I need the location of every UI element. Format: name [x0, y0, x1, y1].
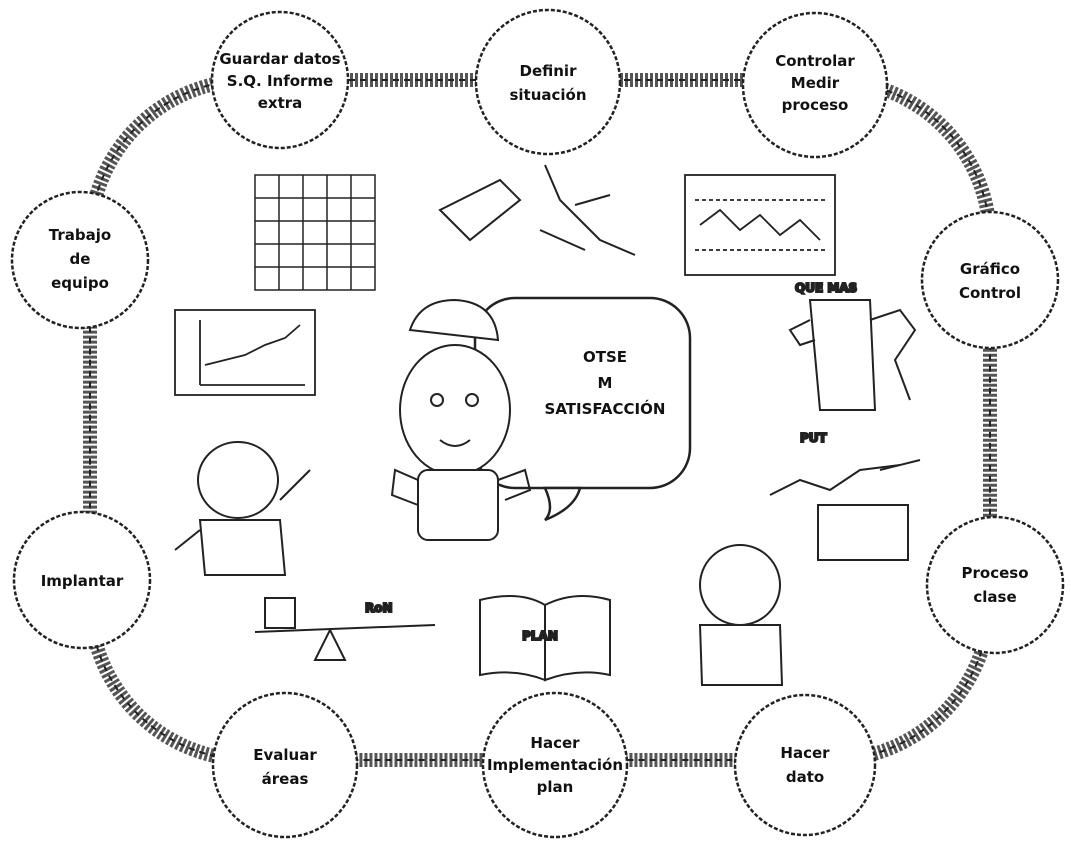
node-left-line-1: Implantar	[41, 572, 124, 590]
node-right-1-line-1: Gráfico	[960, 260, 1020, 278]
balance-illustration: RoN	[254, 597, 436, 661]
control-chart-board-illustration	[684, 174, 836, 276]
node-top-right-line-3: proceso	[782, 96, 849, 114]
center-speech-bubble: OTSE M SATISFACCIÓN	[473, 296, 692, 522]
node-bottom-left-line-1: Evaluar	[253, 746, 317, 764]
center-worker-figure	[390, 298, 532, 541]
node-top-right-line-2: Medir	[791, 74, 840, 92]
node-top-right-line-1: Controlar	[775, 52, 855, 70]
node-right-1: Gráfico Control	[920, 210, 1060, 350]
line-chart-board-illustration	[174, 309, 316, 396]
node-left: Implantar	[12, 510, 152, 650]
right-character-upper: QUE MAS PUT	[788, 280, 917, 446]
note-left-scale: RoN	[365, 601, 393, 615]
node-bottom-line-3: plan	[537, 778, 574, 796]
node-right-2-line-2: clase	[973, 588, 1016, 606]
node-top-left-line-2: S.Q. Informe	[227, 72, 333, 90]
book-illustration: PLAN	[479, 595, 611, 682]
node-bottom-right: Hacer dato	[733, 693, 877, 837]
center-bubble-line-1: OTSE	[583, 348, 627, 366]
center-bubble-line-3: SATISFACCIÓN	[545, 399, 666, 418]
center-bubble-line-2: M	[598, 374, 613, 392]
node-top-left-2-line-2: de	[70, 250, 91, 268]
node-top-left: Guardar datos S.Q. Informe extra	[210, 10, 350, 150]
node-top: Definir situación	[474, 8, 622, 156]
node-right-2: Proceso clase	[925, 515, 1065, 655]
node-top-left-2-line-1: Trabajo	[49, 226, 111, 244]
note-book: PLAN	[522, 629, 558, 643]
node-bottom-right-line-1: Hacer	[780, 744, 830, 762]
right-lower-figure	[698, 544, 784, 686]
note-right-bottom: PUT	[800, 431, 828, 445]
node-bottom-left-line-2: áreas	[262, 770, 309, 788]
node-top-left-2-line-3: equipo	[51, 274, 109, 292]
node-top-line-2: situación	[509, 86, 586, 104]
node-top-right: Controlar Medir proceso	[741, 11, 889, 159]
node-right-1-line-2: Control	[959, 284, 1021, 302]
note-right-top: QUE MAS	[795, 281, 857, 295]
node-right-2-line-1: Proceso	[962, 564, 1029, 582]
node-top-left-line-3: extra	[258, 94, 303, 112]
node-bottom-right-line-2: dato	[786, 768, 824, 786]
grid-sheet-illustration	[254, 174, 376, 291]
left-character-lower	[174, 441, 311, 576]
tools-illustration	[438, 164, 636, 256]
node-top-line-1: Definir	[520, 62, 578, 80]
node-bottom-line-2: Implementación	[487, 756, 623, 774]
node-bottom-left: Evaluar áreas	[211, 691, 359, 839]
right-character-lower	[769, 459, 921, 561]
node-top-left-2: Trabajo de equipo	[10, 190, 150, 330]
node-bottom: Hacer Implementación plan	[481, 691, 629, 839]
node-top-left-line-1: Guardar datos	[219, 50, 340, 68]
node-bottom-line-1: Hacer	[530, 734, 580, 752]
